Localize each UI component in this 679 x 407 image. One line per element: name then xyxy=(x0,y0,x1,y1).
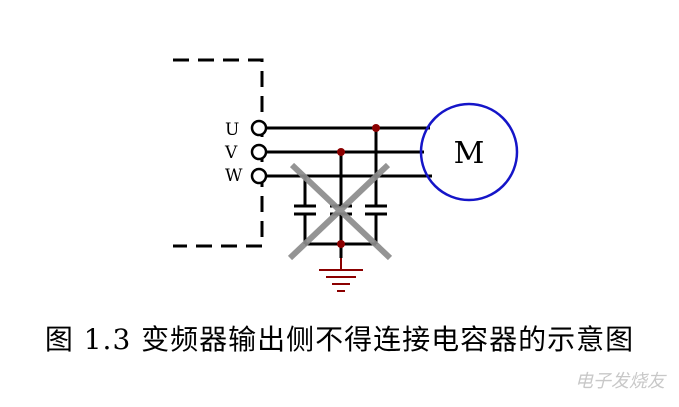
terminal-label-w: W xyxy=(225,166,243,186)
node-u xyxy=(372,124,380,132)
terminal-label-v: V xyxy=(224,143,238,163)
figure-caption: 图 1.3 变频器输出侧不得连接电容器的示意图 xyxy=(44,323,635,356)
node-star xyxy=(337,240,345,248)
capacitor-network xyxy=(294,128,387,258)
ground-symbol xyxy=(319,258,363,292)
terminal-label-u: U xyxy=(225,120,239,140)
motor-label: M xyxy=(454,136,485,171)
terminal-u xyxy=(250,119,268,137)
node-v xyxy=(337,148,345,156)
prohibition-cross xyxy=(287,162,393,261)
terminal-v xyxy=(250,143,268,161)
inverter-box xyxy=(173,58,264,248)
terminals xyxy=(250,119,268,185)
junction-nodes xyxy=(337,124,380,248)
motor-circle xyxy=(419,102,519,202)
terminal-w xyxy=(250,167,268,185)
watermark-logo: 电子发烧友 xyxy=(575,367,665,393)
output-wires xyxy=(266,126,432,178)
watermark-text: 电子发烧友 xyxy=(575,371,665,392)
